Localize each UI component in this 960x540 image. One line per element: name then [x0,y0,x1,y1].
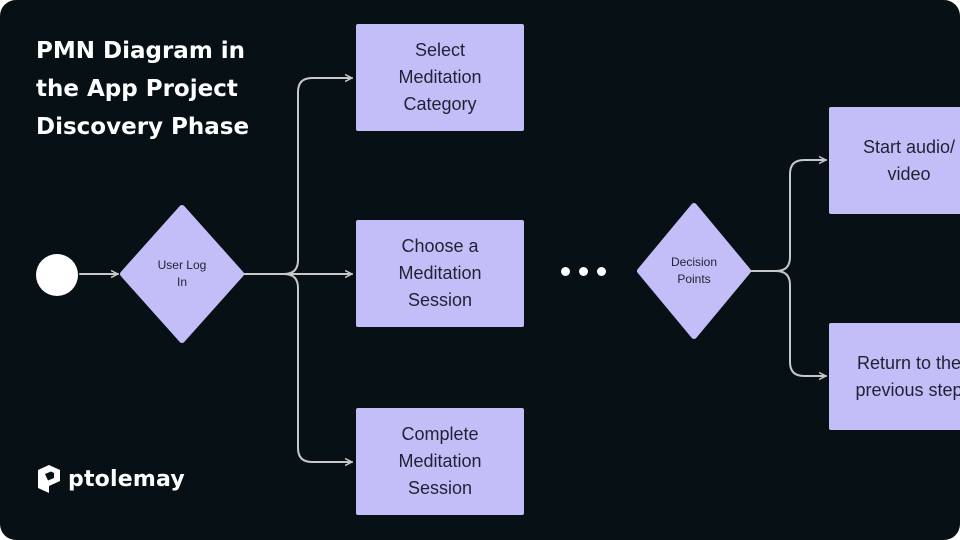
decision-diamond [637,203,751,339]
node-complete-session: Complete Meditation Session [356,408,524,515]
ptolemay-logo-icon [38,465,60,493]
node-start-media-label: Start audio/ video [862,136,956,184]
dot [597,267,606,276]
edge-decision-return [775,270,827,380]
node-return-step: Return to the previous step [829,323,960,430]
node-complete-session-label: Complete Meditation Session [398,424,482,498]
start-event-circle [36,254,78,296]
dot [561,267,570,276]
brand-logo: ptolemay [36,464,185,494]
login-diamond [120,205,244,343]
brand-name: ptolemay [68,466,185,492]
dot [579,267,588,276]
node-select-category-label: Select Meditation Category [398,40,482,114]
node-start-media: Start audio/ video [829,107,960,214]
decision-label: Decision Points [670,255,718,286]
node-select-category: Select Meditation Category [356,24,524,131]
node-return-step-label: Return to the previous step [855,352,960,400]
edge-decision-startmedia [749,156,827,272]
login-label: User Log In [157,258,207,289]
node-choose-session: Choose a Meditation Session [356,220,524,327]
diagram-title: PMN Diagram in the App Project Discovery… [36,38,250,140]
edge-login-complete [283,273,353,466]
edge-login-select [283,74,353,275]
ellipsis-dots [561,267,606,276]
node-choose-session-label: Choose a Meditation Session [398,236,482,310]
